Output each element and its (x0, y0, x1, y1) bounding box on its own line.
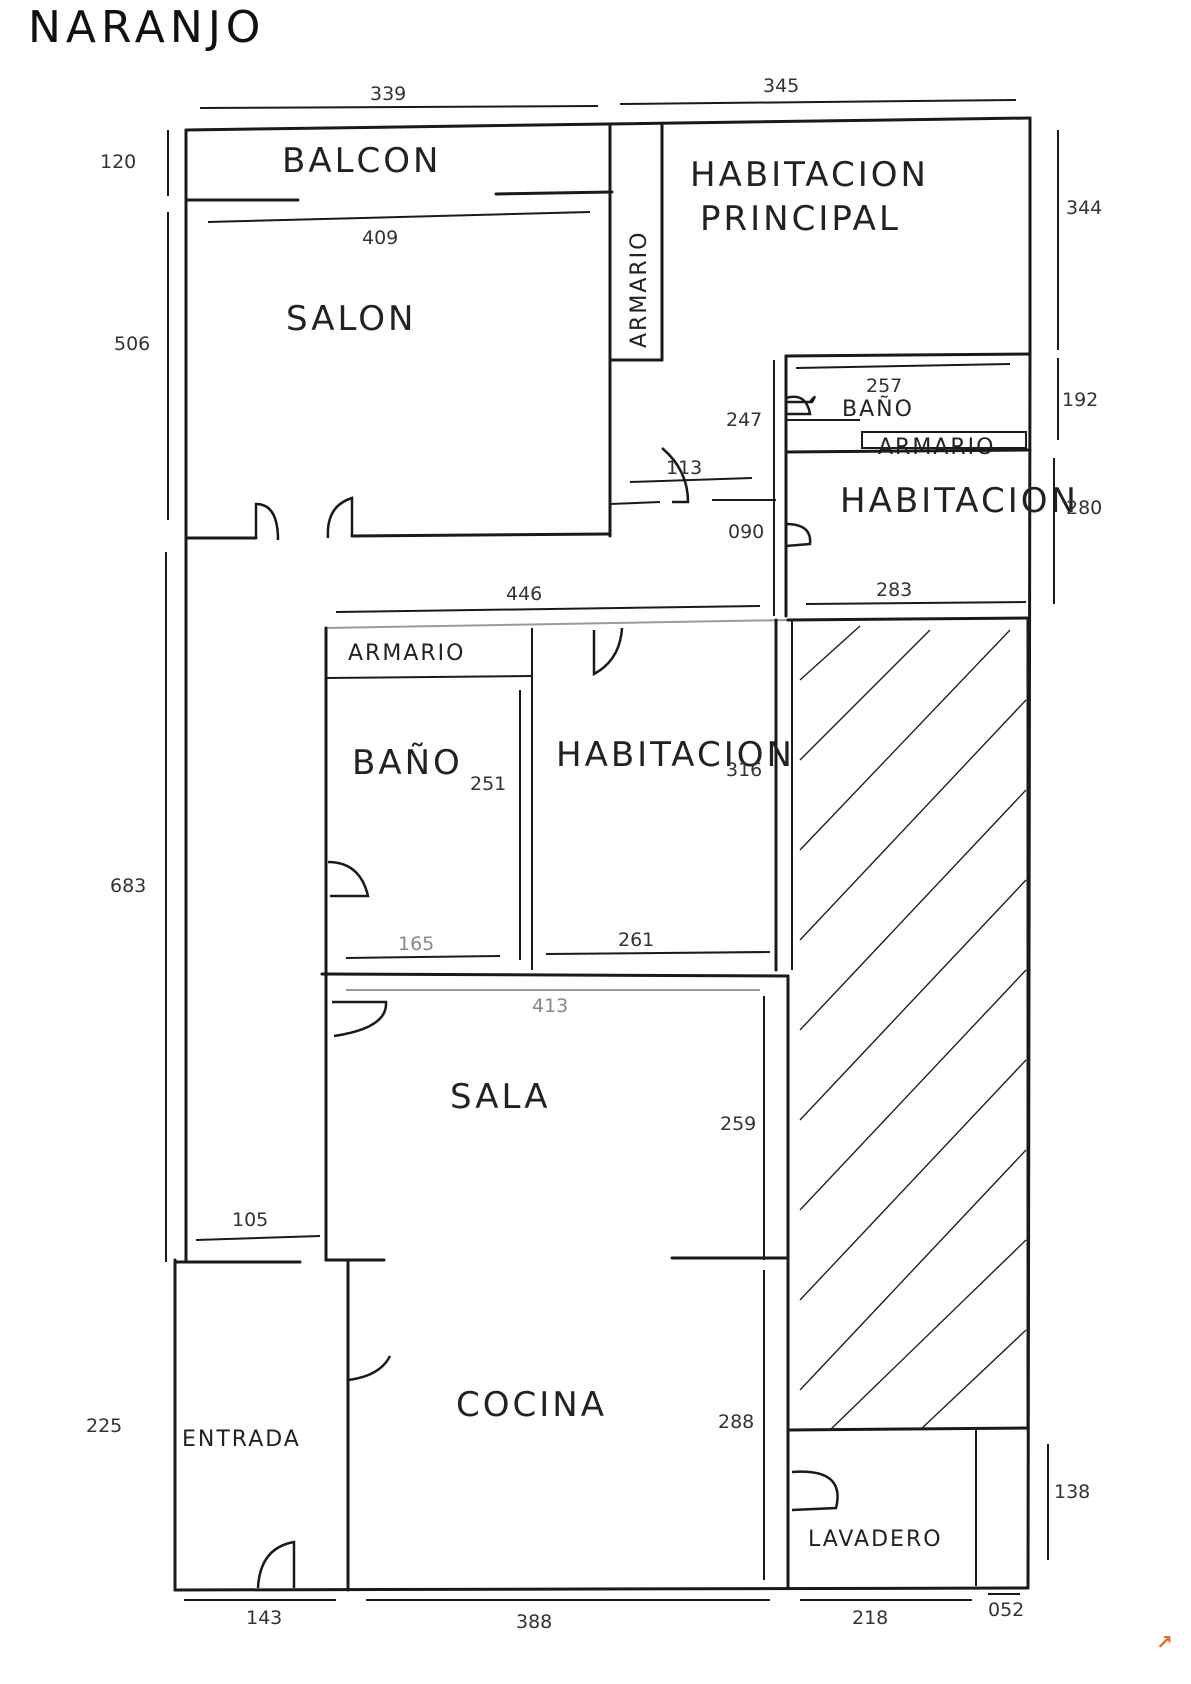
hatch-line (799, 699, 1027, 941)
wall-armario-mid-bottom (325, 675, 533, 679)
hatch-line (799, 625, 861, 681)
dim-bottom-388: 388 (516, 1611, 552, 1633)
dim-line-165 (345, 955, 501, 959)
hatch-line (799, 789, 1027, 1031)
dim-bano-upper-left: 247 (726, 409, 762, 431)
room-bano-upper: BAÑO (842, 395, 914, 422)
plan-title: NARANJO (28, 2, 265, 53)
hatch-line (799, 1149, 1027, 1391)
dim-line-top-right (619, 99, 1017, 105)
room-armario-vertical: ARMARIO (627, 231, 652, 348)
corner-arrow-icon: ↗ (1156, 1630, 1173, 1654)
wall-salon-top (207, 211, 591, 223)
door-salon-right (326, 496, 354, 539)
door-salon-left (254, 502, 280, 541)
dim-mid-width: 446 (506, 583, 542, 605)
room-balcon: BALCON (282, 141, 441, 181)
dim-right-habitacion: 280 (1066, 497, 1102, 519)
wall-passage (609, 501, 661, 505)
dim-door-090: 090 (728, 521, 764, 543)
wall-salon-bottom-b (350, 532, 612, 538)
dim-left-225: 225 (86, 1415, 122, 1437)
dim-top-left: 339 (370, 83, 406, 105)
wall-lavadero-top (786, 1426, 1030, 1432)
dim-bano-mid-height: 251 (470, 773, 506, 795)
armario-upper-box (861, 431, 1027, 449)
door-cocina (346, 1262, 392, 1382)
dim-bottom-052: 052 (988, 1599, 1024, 1621)
room-bano-mid: BAÑO (352, 743, 463, 783)
hatch-line (829, 1239, 1027, 1431)
dim-top-right: 345 (763, 75, 799, 97)
dim-lavadero-height: 138 (1054, 1481, 1090, 1503)
hatch-line (799, 629, 1011, 851)
dim-habitacion-mid-height: 316 (726, 759, 762, 781)
wall-bano-upper-top (784, 352, 1032, 358)
wall-mid-top (325, 619, 789, 629)
dim-entrada-width: 105 (232, 1209, 268, 1231)
room-lavadero: LAVADERO (808, 1527, 943, 1552)
dim-sala-width: 413 (532, 995, 568, 1017)
dim-bottom-143: 143 (246, 1607, 282, 1629)
door-passage (661, 447, 690, 504)
door-sala (332, 1000, 388, 1038)
wall-bano-upper-bottom (784, 448, 1032, 454)
door-bano-mid (327, 860, 370, 898)
room-habitacion-principal-line2: PRINCIPAL (700, 199, 901, 239)
door-bano-upper-frame (786, 395, 816, 404)
hatch-line (799, 629, 931, 761)
dim-line-446 (335, 605, 761, 613)
room-sala: SALA (450, 1077, 550, 1117)
dim-line-105 (195, 1235, 321, 1241)
door-entrada (256, 1540, 296, 1589)
dim-cocina-height: 288 (718, 1411, 754, 1433)
dim-sala-height: 259 (720, 1113, 756, 1135)
dim-right-bano: 192 (1062, 389, 1098, 411)
wall-mid-bottom (320, 972, 790, 978)
wall-bano-upper-top-inner (795, 363, 1011, 369)
door-habitacion-mid (592, 627, 624, 677)
door-lavadero (791, 1470, 839, 1512)
hatch-line (799, 969, 1027, 1211)
dim-line-283 (805, 601, 1027, 605)
wall-hatch-top (786, 616, 1030, 622)
wall-outer-top (184, 116, 1032, 132)
room-entrada: ENTRADA (182, 1427, 301, 1452)
dim-habitacion-mid-width: 261 (618, 929, 654, 951)
dim-line-top-left (199, 105, 599, 109)
dim-salon-height: 506 (114, 333, 150, 355)
room-habitacion-mid: HABITACION (556, 735, 795, 775)
dim-right-top: 344 (1066, 197, 1102, 219)
dim-balcon-height: 120 (100, 151, 136, 173)
hatch-line (799, 1059, 1027, 1301)
hatched-area (799, 618, 1030, 1432)
room-salon: SALON (286, 299, 416, 339)
hatch-line (799, 879, 1027, 1121)
room-armario-upper: ARMARIO (878, 435, 995, 460)
dim-left-683: 683 (110, 875, 146, 897)
dim-line-113 (629, 477, 753, 483)
door-bano-upper (785, 395, 812, 416)
room-habitacion-principal-line1: HABITACION (690, 155, 929, 195)
room-habitacion-right: HABITACION (840, 481, 1079, 521)
dim-salon-width: 409 (362, 227, 398, 249)
dim-bano-mid-width: 165 (398, 933, 434, 955)
wall-outer-bottom (173, 1586, 1030, 1592)
door-habitacion-right (785, 522, 812, 548)
wall-balcon-bottom-b (494, 190, 614, 196)
room-cocina: COCINA (456, 1385, 607, 1425)
hatch-line (919, 1329, 1027, 1431)
dim-bano-upper-width: 257 (866, 375, 902, 397)
room-armario-mid: ARMARIO (348, 641, 465, 666)
dim-door-113: 113 (666, 457, 702, 479)
dim-bottom-218: 218 (852, 1607, 888, 1629)
dim-right-283: 283 (876, 579, 912, 601)
dim-line-261 (545, 951, 771, 955)
